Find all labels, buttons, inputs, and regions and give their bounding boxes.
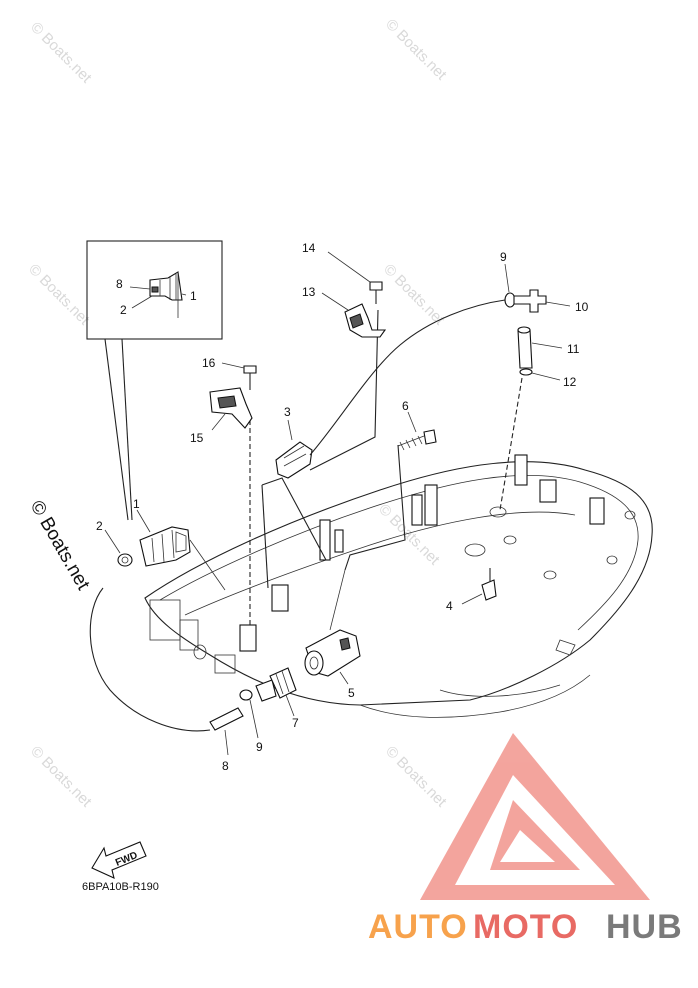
callout-14: 14 — [302, 241, 316, 255]
watermark-bottom-right: © Boats.net — [382, 743, 450, 811]
part-13-bracket: 13 — [302, 285, 387, 338]
part-9-upper-clip: 9 — [500, 250, 516, 308]
callout-inset-8: 8 — [116, 277, 123, 291]
part-8-hose: 8 — [89, 587, 244, 773]
logo-text-moto: MOTO — [473, 908, 578, 946]
callout-8: 8 — [222, 759, 229, 773]
part-16-bolt: 16 — [202, 356, 257, 625]
part-11-pipe: 11 — [517, 326, 580, 369]
callout-16: 16 — [202, 356, 216, 370]
callout-9-upper: 9 — [500, 250, 507, 264]
part-14-bolt: 14 — [302, 241, 383, 304]
callout-2: 2 — [96, 519, 103, 533]
callout-4: 4 — [446, 599, 453, 613]
callout-5: 5 — [348, 686, 355, 700]
inset-box: 8 2 1 — [86, 240, 223, 521]
part-15-bracket: 15 — [190, 387, 253, 445]
part-7-fitting: 7 — [255, 667, 299, 730]
callout-1: 1 — [133, 497, 140, 511]
part-6-screw: 6 — [344, 399, 437, 571]
callout-inset-1: 1 — [190, 289, 197, 303]
watermark-top-left: © Boats.net — [27, 19, 95, 87]
callout-6: 6 — [402, 399, 409, 413]
fwd-arrow: FWD — [91, 841, 147, 879]
callout-inset-2: 2 — [120, 303, 127, 317]
lower-cowling — [144, 454, 653, 718]
callout-3: 3 — [284, 405, 291, 419]
watermark-top-right: © Boats.net — [382, 16, 450, 84]
logo-text: AUTO MOTO HUB — [368, 908, 683, 946]
watermark-mid-left: © Boats.net — [25, 261, 93, 329]
part-5-grommet: 5 — [304, 569, 361, 700]
logo-triangle — [420, 733, 650, 900]
callout-10: 10 — [575, 300, 589, 314]
callout-11: 11 — [567, 342, 580, 356]
callout-15: 15 — [190, 431, 204, 445]
callout-9-lower: 9 — [256, 740, 263, 754]
logo-text-auto: AUTO — [368, 908, 468, 946]
diagram-code: 6BPA10B-R190 — [82, 881, 159, 893]
part-3-grommet: 3 — [261, 299, 506, 589]
watermark-mid-right: © Boats.net — [380, 261, 448, 329]
watermark-side: © Boats.net — [26, 497, 94, 594]
part-9-lower-clip: 9 — [239, 689, 263, 754]
part-1-grommet: 1 — [133, 497, 226, 591]
logo-text-hub: HUB — [606, 908, 683, 946]
part-12-clip: 12 — [499, 368, 577, 511]
callout-12: 12 — [563, 375, 577, 389]
part-10-joint: 10 — [513, 289, 589, 314]
callout-13: 13 — [302, 285, 316, 299]
callout-7: 7 — [292, 716, 299, 730]
part-2-clip: 2 — [96, 519, 133, 567]
part-4-fitting: 4 — [446, 568, 497, 613]
watermark-bottom-left: © Boats.net — [27, 743, 95, 811]
